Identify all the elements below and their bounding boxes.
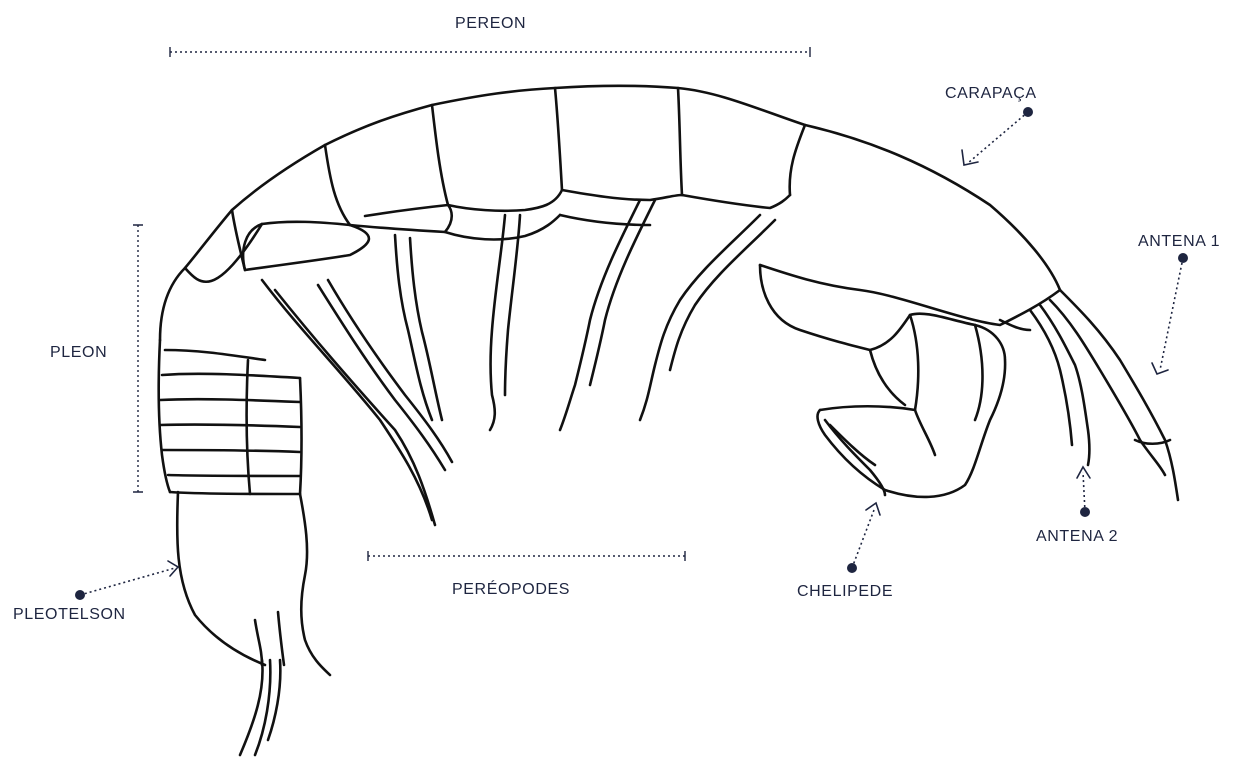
- chelipede-arrowhead: [866, 503, 880, 515]
- pointer-lines: [80, 112, 1183, 595]
- body-outline: [159, 86, 1178, 755]
- antena1-dot: [1178, 253, 1188, 263]
- bracket-lines: [138, 52, 810, 556]
- antena1-pointer-line: [1160, 258, 1183, 370]
- pointer-heads: [168, 150, 1168, 576]
- chelipede-dot: [847, 563, 857, 573]
- carapaca-arrowhead: [962, 150, 978, 165]
- bracket-ends: [133, 47, 810, 561]
- label-chelipede: CHELIPEDE: [797, 582, 893, 602]
- antena1-arrowhead: [1152, 363, 1168, 374]
- antena2-dot: [1080, 507, 1090, 517]
- chelipede-pointer-line: [852, 510, 874, 568]
- label-antena1: ANTENA 1: [1138, 232, 1220, 252]
- label-antena2: ANTENA 2: [1036, 527, 1118, 547]
- pointer-dots: [75, 107, 1188, 600]
- label-pereopodes: PERÉOPODES: [452, 580, 570, 600]
- carapaca-pointer-line: [968, 112, 1028, 163]
- pleotelson-dot: [75, 590, 85, 600]
- antena2-pointer-line: [1083, 472, 1085, 512]
- label-pereon: PEREON: [455, 14, 526, 34]
- carapaca-dot: [1023, 107, 1033, 117]
- label-pleon: PLEON: [50, 343, 107, 363]
- label-pleotelson: PLEOTELSON: [13, 605, 126, 625]
- label-carapaca: CARAPAÇA: [945, 84, 1037, 104]
- pleotelson-pointer-line: [80, 568, 175, 595]
